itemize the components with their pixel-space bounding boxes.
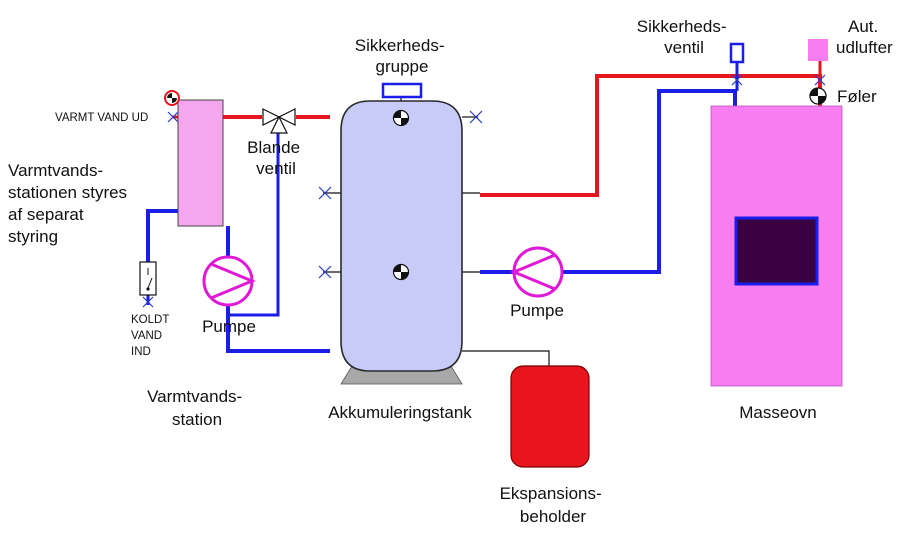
valve-cross-icon bbox=[318, 265, 332, 279]
tank-body bbox=[340, 100, 463, 372]
check-valve-icon bbox=[139, 261, 157, 296]
sensor-icon bbox=[164, 90, 180, 106]
cold-pipe-tank-to-mixing-valve bbox=[229, 128, 280, 317]
hot-water-station-label: Varmtvands- station bbox=[147, 387, 247, 429]
pump-right-label: Pumpe bbox=[510, 301, 564, 320]
valve-cross-icon bbox=[731, 74, 743, 86]
pump-left-label: Pumpe bbox=[202, 317, 256, 336]
station-note-label: Varmtvands- stationen styres af separat … bbox=[8, 161, 132, 246]
tank-sensor-top bbox=[392, 109, 410, 127]
hot-water-out-label: VARMT VAND UD bbox=[55, 112, 148, 124]
valve-cross-icon bbox=[814, 74, 826, 86]
valve-cross-icon bbox=[469, 110, 483, 124]
cold-water-in-label: KOLDT VAND IND bbox=[131, 314, 172, 358]
mixing-valve-label: Blande ventil bbox=[247, 138, 305, 178]
safety-valve-label: Sikkerheds- ventil bbox=[637, 17, 732, 57]
expansion-vessel bbox=[510, 365, 590, 468]
stove-label: Masseovn bbox=[739, 403, 816, 422]
valve-crosses bbox=[142, 74, 826, 308]
heat-exchanger bbox=[177, 99, 224, 227]
accumulator-tank bbox=[340, 100, 463, 385]
tank-label: Akkumuleringstank bbox=[328, 403, 472, 422]
auto-vent-label: Aut. udlufter bbox=[836, 17, 893, 57]
valve-cross-icon bbox=[142, 296, 154, 308]
labels: Sikkerheds- gruppe Sikkerheds- ventil Au… bbox=[8, 17, 893, 526]
safety-valve bbox=[729, 42, 745, 64]
safety-group-box bbox=[381, 82, 423, 99]
pump-icon bbox=[202, 255, 256, 307]
tank-sensor-bottom bbox=[392, 263, 410, 281]
valve-cross-icon bbox=[167, 111, 179, 123]
stove-window bbox=[734, 216, 819, 286]
expansion-vessel-label: Ekspansions- beholder bbox=[500, 484, 607, 526]
mixing-valve-icon bbox=[262, 108, 296, 134]
thin-pipe-expansion bbox=[462, 350, 550, 366]
safety-group-label: Sikkerheds- gruppe bbox=[355, 36, 450, 76]
pipes bbox=[146, 62, 822, 366]
hot-pipe-tank-to-stove bbox=[480, 74, 822, 197]
pump-icon bbox=[510, 246, 564, 298]
sensor-icon bbox=[809, 87, 827, 105]
cold-pipe-pump-to-tank-bottom bbox=[226, 306, 330, 353]
valve-cross-icon bbox=[318, 186, 332, 200]
auto-vent bbox=[808, 39, 828, 61]
cold-pipe-station-inlet bbox=[146, 209, 178, 262]
cold-pipe-stove-return bbox=[562, 89, 737, 274]
sensor-label: Føler bbox=[837, 87, 877, 106]
